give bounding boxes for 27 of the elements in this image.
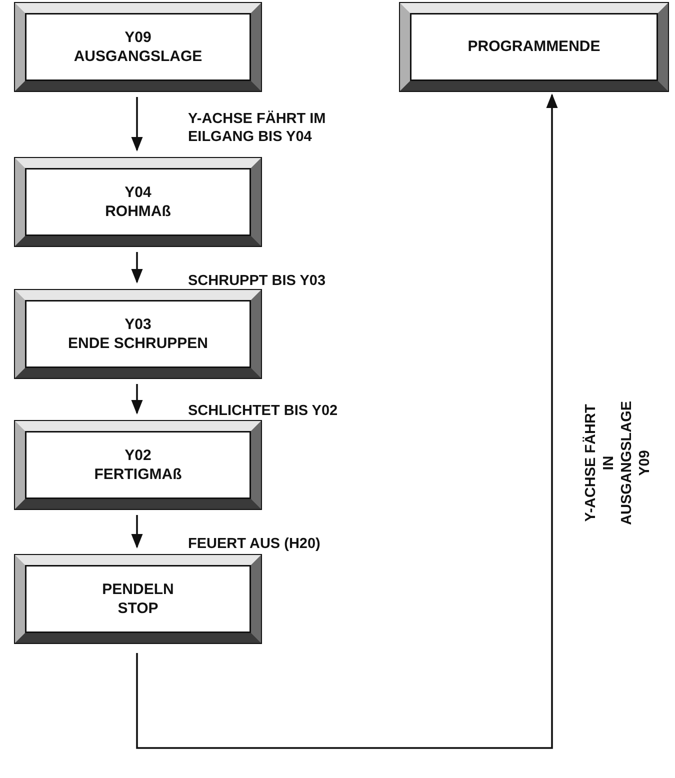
arrow [131,384,143,414]
edge-label: Y-ACHSE FÄHRT IM EILGANG BIS Y04 [188,110,327,146]
edge-label: SCHLICHTET BIS Y02 [188,402,339,420]
box-text: ROHMAß [105,202,171,222]
box-text: Y02 [124,446,152,465]
arrow [131,97,143,152]
box-text: Y04 [124,182,152,202]
arrow [131,252,143,284]
box-text: Y09 [124,28,152,47]
arrow [131,515,143,548]
edge-label: SCHRUPPT BIS Y03 [188,272,327,290]
process-box [15,3,261,91]
box-text: Y03 [124,314,152,334]
box-text: FERTIGMAß [94,465,182,484]
box-text: AUSGANGSLAGE [74,47,202,66]
edge-label: Y-ACHSE FÄHRT IN AUSGANGSLAGE Y09 [582,400,654,525]
edge-label: FEUERT AUS (H20) [188,535,322,554]
box-text: PROGRAMMENDE [468,37,600,57]
arrow [136,94,558,749]
process-box [15,555,261,643]
box-text: STOP [118,599,158,618]
box-text: ENDE SCHRUPPEN [68,334,208,354]
process-box [15,290,261,378]
process-box [15,421,261,509]
process-box [400,3,668,91]
box-text: PENDELN [102,580,174,599]
process-box [15,158,261,246]
